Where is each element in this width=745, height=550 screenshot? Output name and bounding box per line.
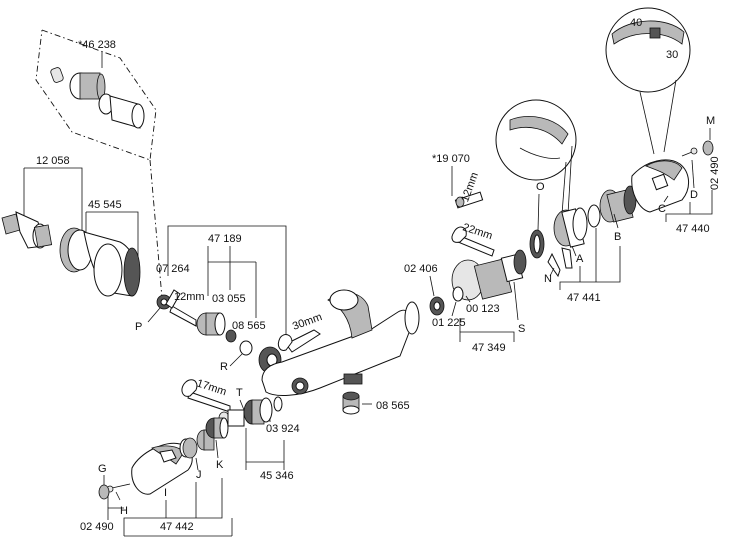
dial-label-40: 40 (630, 17, 642, 29)
label-47441: 47 441 (567, 292, 601, 304)
leader-47442 (123, 478, 223, 536)
leader-R (229, 353, 243, 367)
nut-08565-right (342, 391, 360, 415)
axis-kit-P (149, 159, 163, 299)
label-B: B (614, 231, 621, 243)
label-D: D (690, 189, 698, 201)
rings-right (429, 286, 464, 316)
label-00123: 00 123 (466, 303, 500, 315)
label-12mm-wrench: 12mm (174, 291, 205, 303)
label-30mm-wrench: 30mm (291, 311, 324, 333)
housing-A (553, 207, 588, 269)
key-12mm (454, 191, 484, 209)
parts-B (587, 185, 637, 228)
leader-D (691, 159, 695, 189)
label-K: K (216, 459, 224, 471)
leader-N (549, 267, 555, 277)
magnifier-large (605, 7, 691, 155)
cartridge-S (451, 249, 527, 301)
leader-47440 (665, 190, 713, 222)
leader-O (537, 193, 540, 231)
handle-47440 (631, 159, 689, 213)
label-46238: *46 238 (78, 39, 116, 51)
leader-47441 (559, 246, 621, 290)
label-47349: 47 349 (472, 342, 506, 354)
cap-M (702, 140, 714, 156)
leader-47189 (207, 246, 256, 263)
leader-45346 (245, 461, 285, 470)
label-08565-left: 08 565 (232, 320, 266, 332)
label-08565-right: 08 565 (376, 400, 410, 412)
screw-C (681, 147, 698, 157)
label-03055: 03 055 (212, 293, 246, 305)
label-H: H (120, 505, 128, 517)
leader-H (115, 491, 121, 501)
label-I: I (164, 487, 167, 499)
clip-N (547, 252, 561, 278)
label-N: N (544, 273, 552, 285)
label-G: G (98, 463, 107, 475)
leader-47349 (459, 331, 515, 342)
label-S: S (518, 323, 525, 335)
label-02490-right: 02 490 (709, 156, 721, 190)
label-C: C (658, 203, 666, 215)
wrench-30mm (277, 329, 321, 353)
label-47189: 47 189 (208, 233, 242, 245)
label-47440: 47 440 (676, 223, 710, 235)
label-02490-left: 02 490 (80, 521, 114, 533)
leader-00123 (465, 295, 471, 303)
kit-46238-box (35, 29, 157, 161)
label-12058: 12 058 (36, 155, 70, 167)
dial-label-30: 30 (666, 49, 678, 61)
label-01225: 01 225 (432, 317, 466, 329)
screw-H (106, 483, 131, 493)
label-03924: 03 924 (266, 423, 300, 435)
leader-02406 (429, 275, 435, 297)
lock-ring-O (529, 229, 545, 259)
label-J: J (196, 469, 202, 481)
leader-P (147, 307, 161, 323)
label-45346: 45 346 (260, 470, 294, 482)
label-07264: 07 264 (156, 263, 190, 275)
label-A: A (576, 253, 584, 265)
label-O: O (536, 181, 545, 193)
leader-07264 (167, 225, 287, 338)
leader-J (195, 457, 199, 471)
wrench-12mm (165, 289, 197, 327)
cap-45545 (59, 227, 141, 297)
leader-45545 (86, 211, 139, 258)
cap-G (98, 484, 110, 500)
leader-K (215, 439, 219, 459)
wrench-22mm (451, 226, 495, 257)
valve-T (218, 396, 283, 427)
label-M: M (706, 115, 715, 127)
leader-B (613, 213, 619, 229)
fitting-12058 (1, 211, 53, 249)
magnifier-small (495, 99, 577, 215)
leader-01225 (451, 301, 457, 317)
label-R: R (220, 361, 228, 373)
label-T: T (236, 387, 243, 399)
thermostat-body (261, 289, 420, 396)
label-47442: 47 442 (160, 521, 194, 533)
parts-JK (182, 417, 229, 459)
label-02406: 02 406 (404, 263, 438, 275)
leader-T (239, 399, 245, 411)
leader-A (571, 245, 577, 257)
leader-S (513, 281, 519, 321)
label-19070: *19 070 (432, 153, 470, 165)
label-P: P (135, 321, 142, 333)
label-45545: 45 545 (88, 199, 122, 211)
nut-group-left (196, 312, 282, 374)
leader-C (663, 195, 669, 203)
